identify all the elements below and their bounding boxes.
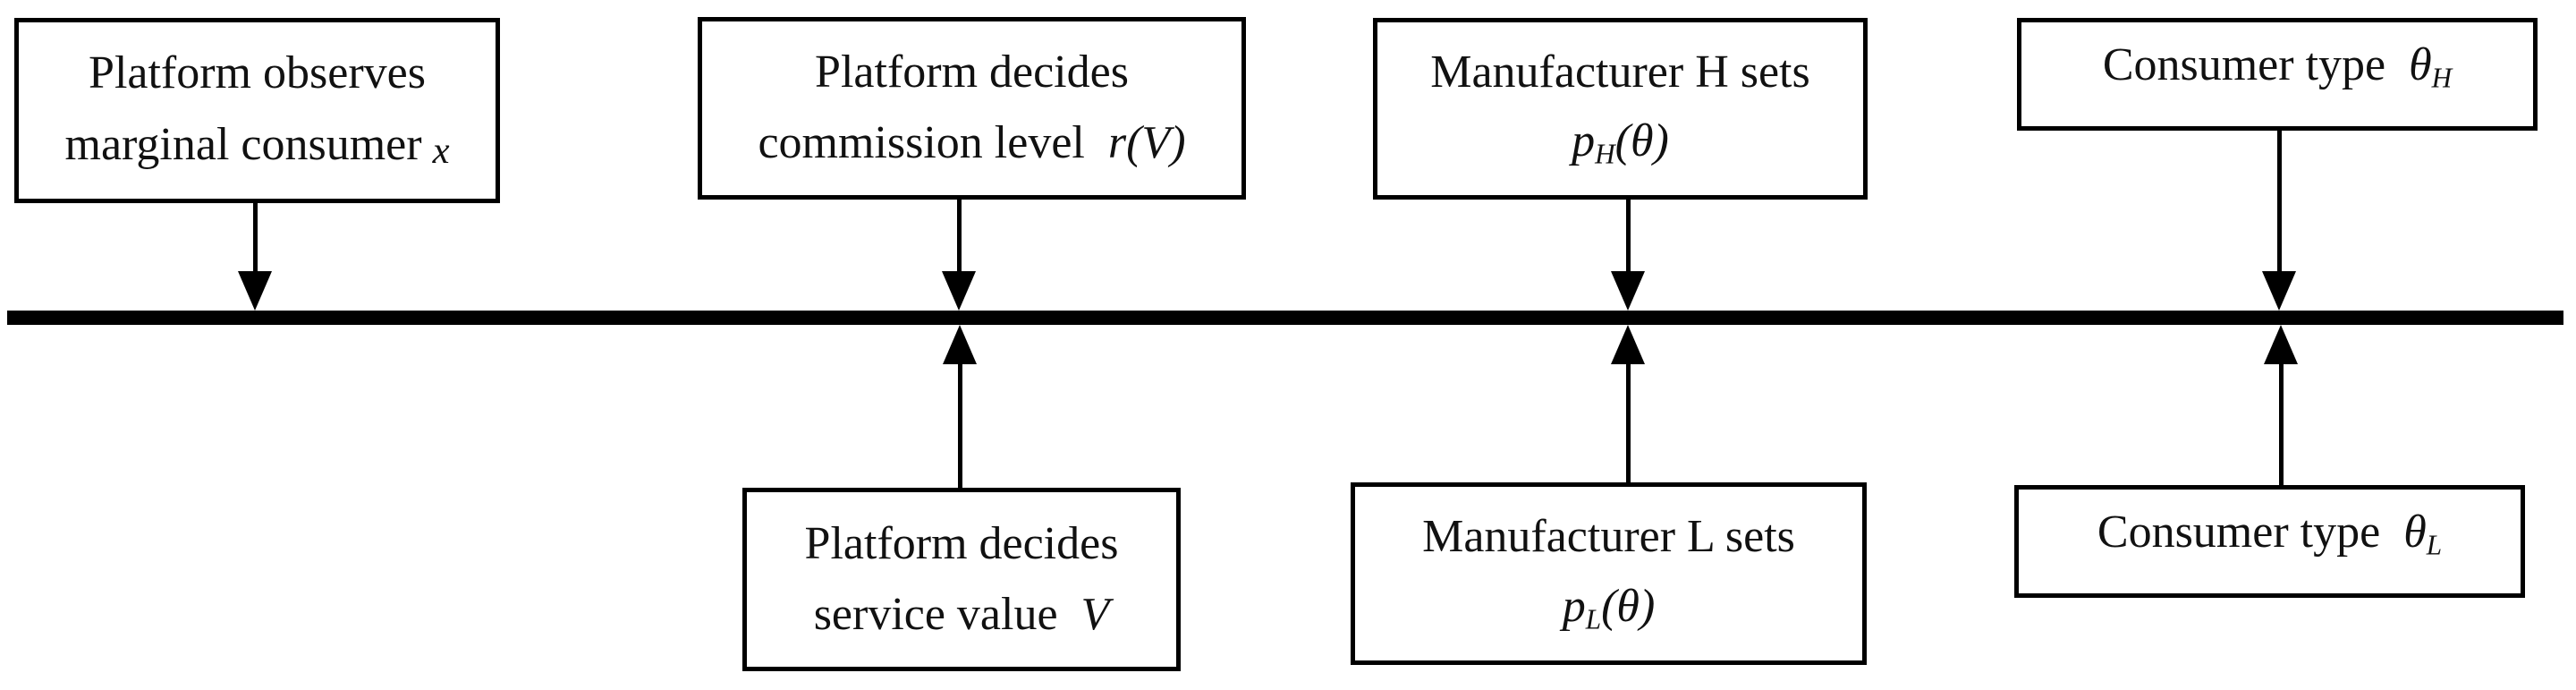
- arrow-down-icon: [1611, 271, 1645, 311]
- math-sub-l: L: [1585, 603, 1602, 635]
- box-service-value-line1: Platform decides: [804, 517, 1119, 569]
- arrow-down-icon: [238, 271, 272, 311]
- box-consumer-type-l-text: Consumer type: [2097, 506, 2381, 558]
- arrow-up-stem-3: [2279, 361, 2284, 487]
- arrow-down-icon: [2262, 271, 2296, 311]
- arrow-up-icon: [2264, 325, 2298, 364]
- math-theta-arg: (θ): [1601, 580, 1656, 632]
- math-v: V: [1080, 588, 1110, 640]
- box-manufacturer-h-line1: Manufacturer H sets: [1430, 46, 1810, 98]
- box-commission-level-text: commission level: [758, 117, 1085, 169]
- box-commission-level-line2: commission level r(V): [758, 117, 1186, 169]
- math-theta: θ: [2409, 38, 2432, 90]
- box-platform-observes-line1: Platform observes: [89, 47, 426, 99]
- box-manufacturer-h: Manufacturer H sets pH(θ): [1373, 18, 1868, 200]
- box-consumer-type-h-text: Consumer type: [2102, 38, 2386, 90]
- box-platform-observes-text: marginal consumer: [64, 118, 422, 170]
- box-service-value: Platform decides service value V: [742, 488, 1181, 671]
- timeline-bar: [7, 311, 2563, 325]
- box-consumer-type-l: Consumer type θL: [2014, 485, 2525, 598]
- arrow-down-stem-4: [2277, 129, 2282, 277]
- box-manufacturer-l: Manufacturer L sets pL(θ): [1351, 482, 1867, 665]
- box-consumer-type-h: Consumer type θH: [2017, 18, 2538, 131]
- math-theta-arg: (θ): [1614, 115, 1669, 166]
- math-sub-h: H: [1595, 138, 1615, 170]
- box-service-value-text: service value: [813, 588, 1058, 640]
- box-consumer-type-h-line: Consumer type θH: [2102, 38, 2453, 94]
- arrow-up-stem-1: [958, 361, 962, 490]
- math-p: p: [1562, 580, 1586, 632]
- arrow-down-stem-2: [957, 198, 962, 277]
- box-manufacturer-l-line1: Manufacturer L sets: [1422, 510, 1795, 562]
- math-r-of-v: r(V): [1107, 117, 1186, 169]
- arrow-down-icon: [942, 271, 976, 311]
- box-manufacturer-h-math: pH(θ): [1572, 115, 1669, 170]
- math-sub-h: H: [2431, 62, 2453, 94]
- box-service-value-line2: service value V: [813, 588, 1110, 640]
- box-commission-level: Platform decides commission level r(V): [698, 17, 1246, 200]
- math-sub-l: L: [2426, 529, 2443, 561]
- math-x: x: [432, 129, 450, 172]
- arrow-up-stem-2: [1626, 361, 1631, 484]
- arrow-up-icon: [943, 325, 977, 364]
- box-commission-level-line1: Platform decides: [815, 47, 1129, 98]
- arrow-down-stem-1: [253, 201, 258, 277]
- box-consumer-type-l-line: Consumer type θL: [2097, 506, 2443, 561]
- math-p: p: [1572, 115, 1596, 166]
- arrow-down-stem-3: [1626, 198, 1631, 277]
- box-manufacturer-l-math: pL(θ): [1562, 580, 1656, 635]
- math-theta: θ: [2403, 506, 2427, 558]
- arrow-up-icon: [1611, 325, 1645, 364]
